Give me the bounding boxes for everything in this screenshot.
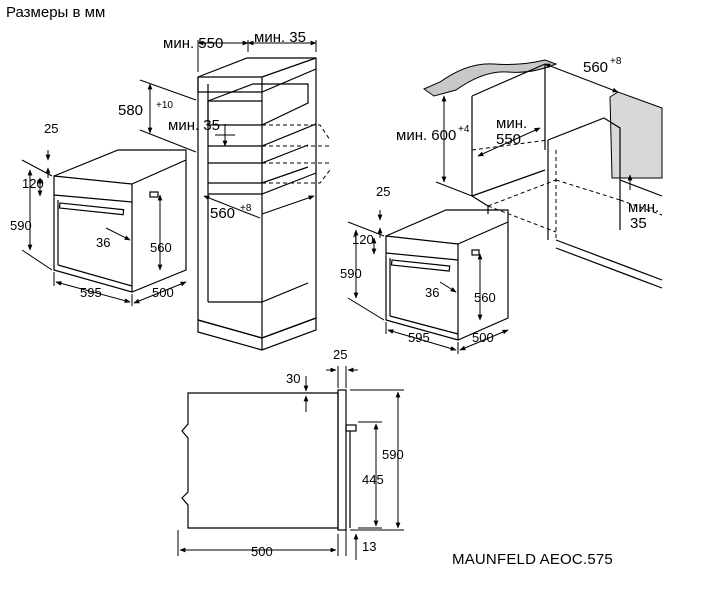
oven-right-depth: 500 bbox=[472, 330, 494, 345]
oven-right-dimension-lines bbox=[347, 210, 509, 354]
oven-left-depth: 500 bbox=[152, 285, 174, 300]
oven-left-width: 595 bbox=[80, 285, 102, 300]
column-dimension-lines bbox=[139, 40, 317, 219]
side-top-gap: 30 bbox=[286, 371, 300, 386]
column-niche-depth-tol: +8 bbox=[240, 203, 252, 214]
column-niche-depth-label: 560 bbox=[210, 205, 235, 222]
column-dimension-labels: мин. 550 мин. 35 580 +10 мин. 35 560 +8 bbox=[118, 29, 306, 222]
column-min-width-label: мин. 550 bbox=[163, 35, 223, 52]
column-min-depth-label: мин. 35 bbox=[254, 29, 306, 46]
under-counter-labels: 560 +8 мин. 600 +4 мин. 550 мин. 35 bbox=[396, 56, 659, 232]
oven-left-inner-height: 560 bbox=[150, 240, 172, 255]
oven-left-height: 590 bbox=[10, 218, 32, 233]
oven-left-labels: 25 120 590 36 560 595 500 bbox=[10, 121, 174, 300]
oven-right-top-offset: 25 bbox=[376, 184, 390, 199]
oven-right-panel-height: 120 bbox=[352, 232, 374, 247]
oven-right-labels: 25 120 590 36 560 595 500 bbox=[340, 184, 496, 345]
side-view-dimension-lines bbox=[177, 366, 404, 560]
side-height: 590 bbox=[382, 447, 404, 462]
under-counter-min-height-tol: +4 bbox=[458, 124, 470, 135]
side-bottom-gap: 13 bbox=[362, 539, 376, 554]
under-counter-dimension-lines bbox=[435, 63, 633, 197]
countertop bbox=[422, 59, 663, 179]
under-counter-min-height: мин. 600 bbox=[396, 127, 456, 144]
under-counter-min-width-l2: 550 bbox=[496, 131, 521, 148]
under-counter-niche bbox=[471, 63, 663, 289]
side-front-thickness: 25 bbox=[333, 347, 347, 362]
oven-right bbox=[385, 209, 509, 341]
column-niche-height-label: 580 bbox=[118, 102, 143, 119]
under-counter-niche-depth: 560 bbox=[583, 59, 608, 76]
under-counter-niche-depth-tol: +8 bbox=[610, 56, 622, 67]
oven-left bbox=[53, 149, 187, 293]
oven-left-handle: 36 bbox=[96, 235, 110, 250]
oven-left-panel-height: 120 bbox=[22, 176, 44, 191]
model-name: MAUNFELD AEOC.575 bbox=[452, 551, 613, 568]
column-niche-height-tol: +10 bbox=[156, 100, 173, 111]
side-view bbox=[181, 389, 357, 531]
under-counter-min-gap-l2: 35 bbox=[630, 215, 647, 232]
side-body-height: 445 bbox=[362, 472, 384, 487]
side-depth: 500 bbox=[251, 544, 273, 559]
under-counter-min-width-l1: мин. bbox=[496, 115, 527, 132]
oven-right-height: 590 bbox=[340, 266, 362, 281]
tall-column-cabinet bbox=[197, 57, 317, 351]
oven-left-top-offset: 25 bbox=[44, 121, 58, 136]
oven-right-width: 595 bbox=[408, 330, 430, 345]
under-counter-min-gap-l1: мин. bbox=[628, 199, 659, 216]
column-min-gap-label: мин. 35 bbox=[168, 117, 220, 134]
side-view-labels: 25 30 590 445 500 13 bbox=[251, 347, 404, 559]
oven-right-inner-height: 560 bbox=[474, 290, 496, 305]
oven-left-dimension-lines bbox=[21, 150, 187, 306]
page-title: Размеры в мм bbox=[6, 4, 106, 21]
tall-column-hidden-lines bbox=[262, 124, 331, 184]
oven-right-handle: 36 bbox=[425, 285, 439, 300]
